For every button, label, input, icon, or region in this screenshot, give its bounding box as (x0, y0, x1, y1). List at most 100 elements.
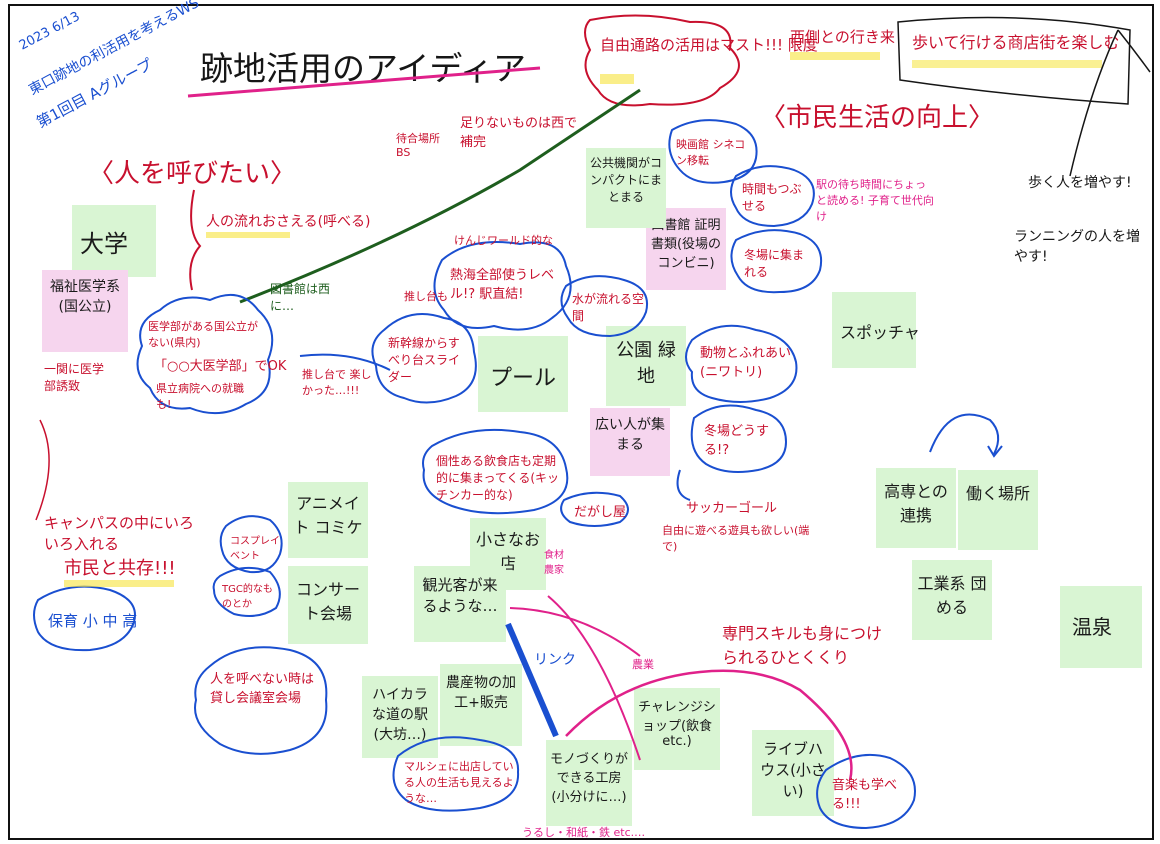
note-tourists: 観光客が来るような… (414, 566, 506, 642)
bracket-flow (189, 189, 202, 291)
note-winter: 冬場どうする!? (704, 424, 770, 458)
line-soccer (676, 469, 691, 501)
west-side-highlight (790, 52, 880, 60)
note-time-kill: 時間もつぶせる (742, 182, 802, 213)
free-passage-text: 自由通路の活用はマスト!!! 限度 (600, 36, 818, 54)
note-pool: プール (478, 336, 568, 412)
cloud-food (422, 428, 569, 515)
note-local-food: 食材 農家 (544, 550, 564, 576)
cloud-cosplay (219, 515, 283, 574)
note-kenji: けんじワールド的な (454, 233, 553, 247)
cloud-medical (136, 293, 274, 415)
connector-curve (239, 88, 641, 304)
date-label: 2023 6/13 (17, 9, 83, 53)
note-campus: キャンパスの中にいろいろ入れる (44, 514, 194, 552)
walkable-highlight (912, 60, 1102, 68)
note-animate: アニメイト コミケ (288, 482, 368, 558)
note-medical-dept: 医学部がある国公立がない(県内) (148, 320, 258, 349)
arrow-kosen-work (929, 413, 1000, 455)
note-medical-ok: 「○○大医学部」でOK (154, 358, 287, 374)
cloud-dagashi (560, 491, 629, 527)
note-free-play: 自由に遊べる遊具も欲しい(端で) (662, 524, 810, 553)
note-music: 音楽も学べる!!! (832, 778, 898, 812)
cloud-animals (685, 324, 798, 403)
note-flow: 人の流れおさえる(呼べる) (206, 214, 371, 230)
magenta-link-1 (509, 607, 641, 657)
note-coexist: 市民と共存!!! (64, 558, 176, 579)
note-park: 公園 緑地 (606, 326, 686, 406)
cloud-kids (33, 585, 136, 652)
magenta-arc (565, 669, 853, 781)
cloud-winter-gather (730, 229, 822, 294)
note-agri: 農産物の加工+販売 (440, 664, 522, 746)
free-passage-cloud (584, 14, 740, 107)
note-water: 水が流れる空間 (572, 292, 644, 323)
arrow-head-1 (987, 445, 1003, 458)
note-marche: マルシェに出店している人の生活も見えるような… (404, 760, 514, 805)
session-label: 第1回目 Aグループ (33, 55, 155, 131)
note-workshop-craft: モノづくりができる工房(小分けに…) (546, 740, 632, 826)
arrow-oshi (299, 353, 391, 371)
note-library-east: 図書館は西に… (270, 282, 331, 313)
note-livehouse: ライブハウス(小さい) (752, 730, 834, 816)
note-top-med: 一関に医学部誘致 (44, 362, 105, 393)
note-hospital-job: 県立病院への就職も! (156, 382, 244, 410)
note-animals: 動物とふれあい(ニワトリ) (700, 346, 792, 380)
note-link: リンク (534, 652, 576, 668)
cloud-shinkansen (371, 313, 477, 404)
note-tgc: TGC的なものとか (222, 584, 273, 610)
svg-text:温泉: 温泉 (1072, 615, 1112, 639)
note-kids: 保育 小 中 高 (48, 612, 137, 630)
note-farm: 農業 (632, 657, 654, 671)
link-bar (505, 622, 559, 738)
note-cinema: 映画館 シネコン移転 (676, 138, 746, 167)
note-welfare-medical: 福祉医学系(国公立) (42, 270, 128, 352)
cloud-time (730, 165, 815, 228)
note-winter-gather: 冬場に集まれる (744, 248, 805, 279)
note-university: 大学 (72, 205, 156, 277)
cloud-winter (690, 404, 788, 473)
note-highcollar: ハイカラな道の駅(大坊…) (362, 676, 438, 758)
cloud-water (560, 275, 648, 338)
note-food-stalls: 個性ある飲食店も定期的に集まってくる(キッチンカー的な) (436, 454, 560, 502)
note-oshi: 推し台も (404, 289, 448, 303)
note-public-compact: 公共機関がコンパクトにまとまる (586, 148, 666, 228)
note-oshi2: 推し台で 楽しかった…!!! (302, 368, 372, 397)
note-runners: ランニングの人を増やす! (1014, 229, 1140, 265)
note-lacking: 足りないものは西で補完 (460, 116, 578, 150)
walk-line (1069, 29, 1119, 177)
flow-highlight (206, 232, 290, 238)
note-workplace: 働く場所 (958, 470, 1038, 550)
cloud-music (816, 753, 916, 830)
note-hotspring-level: 熱海全部使うレベル!? 駅直結! (450, 268, 555, 302)
red-line-left (35, 419, 50, 521)
magenta-link-2 (547, 595, 641, 761)
walkable-bracket (897, 16, 1131, 105)
theme-citizen-life: 〈市民生活の向上〉 (760, 103, 994, 133)
board-frame (8, 4, 1154, 840)
note-challenge-shop: チャレンジショップ(飲食etc.) (634, 688, 720, 770)
title-underline (187, 66, 541, 98)
note-kosen: 高専との連携 (876, 468, 956, 548)
note-cosplay: コスプレイベント (230, 536, 280, 562)
note-walkers: 歩く人を増やす! (1028, 175, 1132, 191)
walk-line-2 (1117, 29, 1151, 73)
coexist-highlight (64, 580, 174, 587)
cloud-cinema (668, 119, 758, 184)
free-passage-highlight (600, 74, 634, 84)
west-side-text: 西側との行き来 (790, 28, 895, 46)
note-shinkansen: 新幹線からすべり台スライダー (388, 336, 461, 384)
note-concert: コンサート会場 (288, 566, 368, 644)
svg-text:スポッチャ: スポッチャ (840, 323, 920, 342)
note-waiting: 駅の待ち時間にちょっと読める! 子育て世代向け (816, 178, 934, 223)
note-sports-bar: スポッチャ (832, 292, 920, 368)
note-bus: 待合場所 BS (396, 132, 440, 159)
note-soccer: サッカーゴール (686, 500, 777, 516)
note-factory: 工業系 団める (912, 560, 992, 640)
note-dagashi: だがし屋 (574, 505, 626, 520)
walkable-text: 歩いて行ける商店街を楽しむ (912, 33, 1120, 52)
cloud-tgc (212, 566, 281, 617)
note-crafts: うるし・和紙・鉄 etc.… (522, 825, 645, 839)
